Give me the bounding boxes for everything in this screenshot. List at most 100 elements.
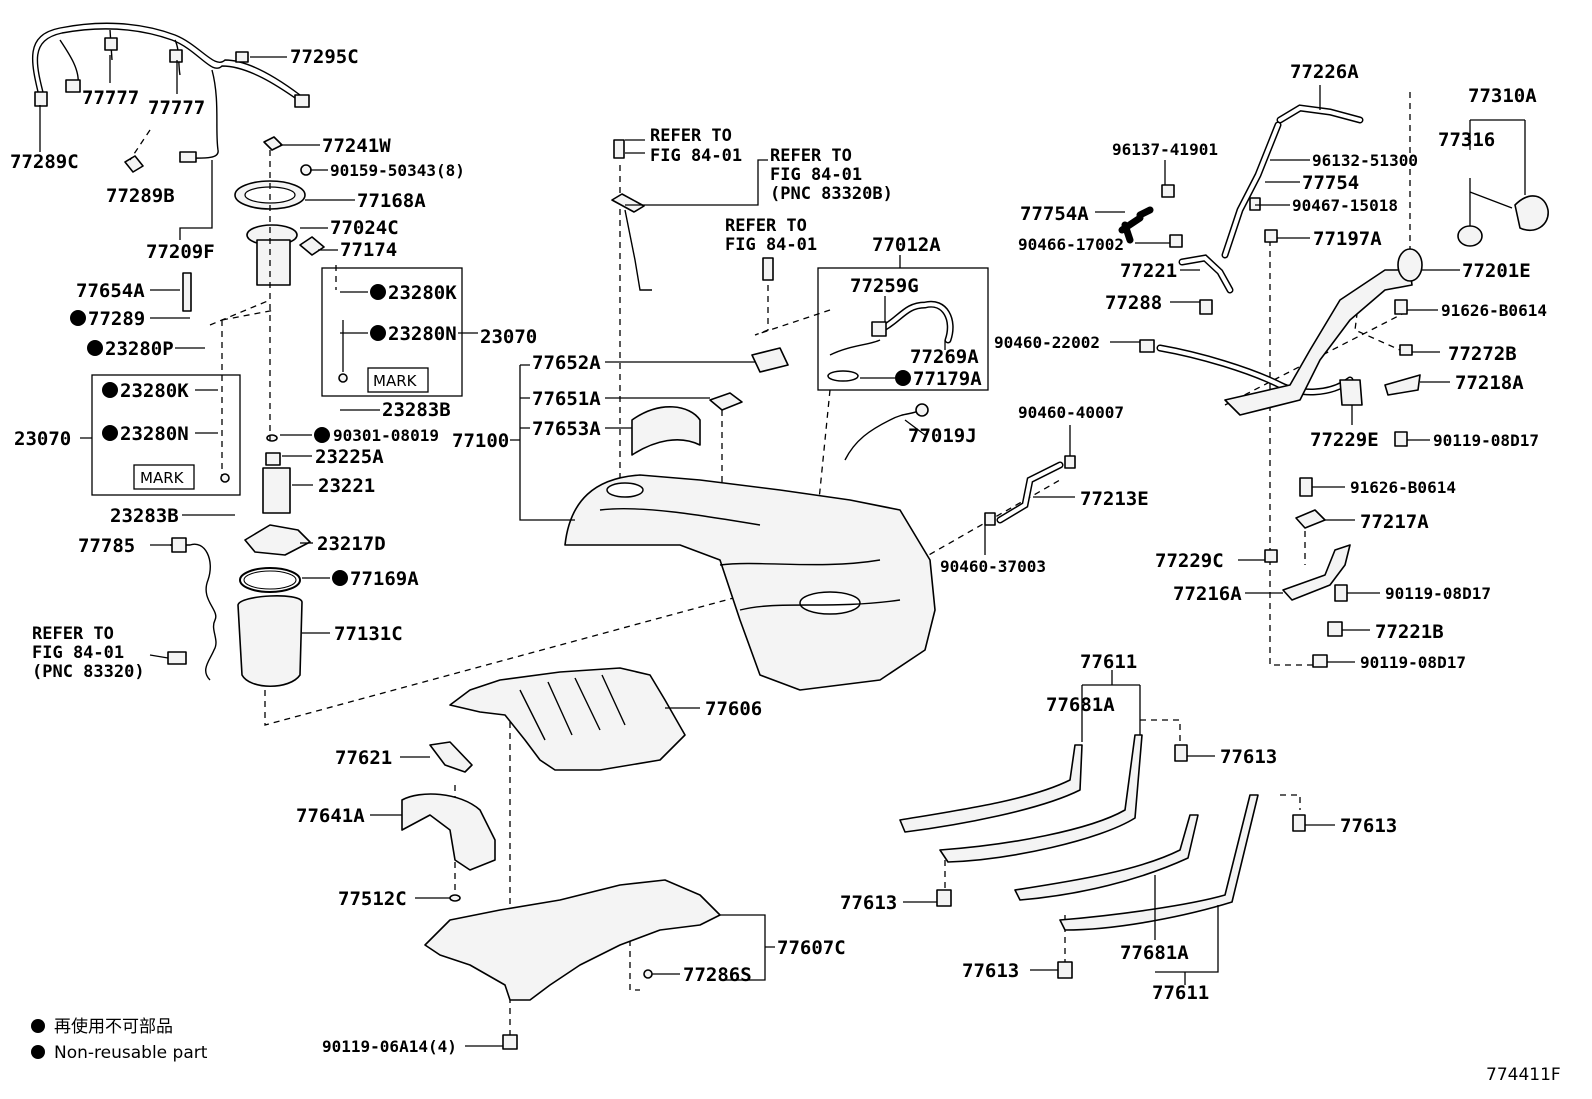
label-23280N-right: 23280N [388, 323, 457, 345]
label-77269A: 77269A [910, 346, 979, 368]
label-90301-08019: 90301-08019 [333, 426, 439, 445]
box-23070-left [91, 374, 241, 496]
label-77179A: 77179A [913, 368, 982, 390]
label-77613-b: 77613 [1340, 815, 1397, 837]
ref-fig-c-line1: REFER TO [725, 216, 807, 236]
bullet-90301 [314, 427, 330, 443]
box-77012A [817, 267, 989, 391]
bullet-23280P [87, 340, 103, 356]
label-77611-bottom: 77611 [1152, 982, 1209, 1004]
label-23283B-bottom: 23283B [110, 505, 179, 527]
label-90159-50343: 90159-50343(8) [330, 161, 465, 180]
label-96132-51300: 96132-51300 [1312, 151, 1418, 170]
filler-pipe-assembly [984, 104, 1549, 526]
label-23280K-right: 23280K [388, 282, 457, 304]
label-77621: 77621 [335, 747, 392, 769]
ref-fig-a-line1: REFER TO [650, 126, 732, 146]
legend-text-english: Non-reusable part [54, 1043, 208, 1063]
label-90119-06A14: 90119-06A14(4) [322, 1037, 457, 1056]
label-77213E: 77213E [1080, 488, 1149, 510]
label-77241W: 77241W [322, 135, 391, 157]
label-77652A: 77652A [532, 352, 601, 374]
label-77316: 77316 [1438, 129, 1495, 151]
label-23070-left: 23070 [14, 428, 71, 450]
label-77226A: 77226A [1290, 61, 1359, 83]
label-77606: 77606 [705, 698, 762, 720]
ref-fig-d-line3: (PNC 83320) [32, 662, 145, 682]
label-77607C: 77607C [777, 937, 846, 959]
figure-id: 774411F [1486, 1065, 1561, 1085]
bullet-77169A [332, 570, 348, 586]
bullet-77289 [70, 310, 86, 326]
label-77216A: 77216A [1173, 583, 1242, 605]
bullet-23280K-left [102, 382, 118, 398]
legend-bullet-2 [31, 1045, 45, 1059]
label-77310A: 77310A [1468, 85, 1537, 107]
label-77201E: 77201E [1462, 260, 1531, 282]
label-77221B: 77221B [1375, 621, 1444, 643]
label-77613-d: 77613 [962, 960, 1019, 982]
label-77229C: 77229C [1155, 550, 1224, 572]
ref-fig-b-line2: FIG 84-01 [770, 165, 862, 185]
label-77288: 77288 [1105, 292, 1162, 314]
label-77289C: 77289C [10, 151, 79, 173]
label-77024C: 77024C [330, 217, 399, 239]
label-23283B-top: 23283B [382, 399, 451, 421]
part-labels: 77295C 77777 77777 77289C 77289B 77209F … [10, 46, 1547, 1056]
fuel-sender-gauge [611, 139, 774, 291]
label-77512C: 77512C [338, 888, 407, 910]
label-77681A-bottom: 77681A [1120, 942, 1189, 964]
label-77777-b: 77777 [148, 97, 205, 119]
vent-valve-assembly [827, 300, 954, 461]
legend: 再使用不可部品 Non-reusable part [54, 1016, 208, 1063]
mounting-brackets [1264, 477, 1351, 668]
mark-label-left: MARK [140, 469, 185, 487]
label-77286S: 77286S [683, 964, 752, 986]
label-23280P: 23280P [105, 338, 174, 360]
ref-fig-b-line1: REFER TO [770, 146, 852, 166]
label-77218A: 77218A [1455, 372, 1524, 394]
label-90467-15018: 90467-15018 [1292, 196, 1398, 215]
ref-fig-d-line1: REFER TO [32, 624, 114, 644]
label-23225A: 23225A [315, 446, 384, 468]
label-77295C: 77295C [290, 46, 359, 68]
label-77272B: 77272B [1448, 343, 1517, 365]
label-77613-a: 77613 [1220, 746, 1277, 768]
label-77259G: 77259G [850, 275, 919, 297]
label-23280N-left: 23280N [120, 423, 189, 445]
label-90119-08D17-c: 90119-08D17 [1360, 653, 1466, 672]
label-77613-c: 77613 [840, 892, 897, 914]
label-90466-17002: 90466-17002 [1018, 235, 1124, 254]
label-23221: 23221 [318, 475, 375, 497]
label-77681A-top: 77681A [1046, 694, 1115, 716]
label-77289: 77289 [88, 308, 145, 330]
label-77174: 77174 [340, 239, 397, 261]
legend-bullet-1 [31, 1019, 45, 1033]
label-77197A: 77197A [1313, 228, 1382, 250]
label-77289B: 77289B [106, 185, 175, 207]
label-90460-22002: 90460-22002 [994, 333, 1100, 352]
label-96137-41901: 96137-41901 [1112, 140, 1218, 159]
label-77785: 77785 [78, 535, 135, 557]
label-91626-B0614-b: 91626-B0614 [1350, 478, 1456, 497]
label-77777-a: 77777 [82, 87, 139, 109]
label-77641A: 77641A [296, 805, 365, 827]
heat-insulators [401, 667, 721, 1050]
label-77168A: 77168A [357, 190, 426, 212]
ref-fig-c-line2: FIG 84-01 [725, 235, 817, 255]
label-77754A: 77754A [1020, 203, 1089, 225]
label-77012A: 77012A [872, 234, 941, 256]
ref-fig-a-line2: FIG 84-01 [650, 146, 742, 166]
label-77217A: 77217A [1360, 511, 1429, 533]
ref-fig-d-line2: FIG 84-01 [32, 643, 124, 663]
label-77653A: 77653A [532, 418, 601, 440]
bullet-23280N-right [370, 325, 386, 341]
sub-assembly-boxes [91, 267, 989, 496]
label-90119-08D17-b: 90119-08D17 [1385, 584, 1491, 603]
leader-lines [39, 55, 1526, 1047]
label-90460-40007: 90460-40007 [1018, 403, 1124, 422]
label-77654A: 77654A [76, 280, 145, 302]
bullet-77179A [895, 370, 911, 386]
fuel-pump-assembly [167, 136, 325, 687]
label-77229E: 77229E [1310, 429, 1379, 451]
